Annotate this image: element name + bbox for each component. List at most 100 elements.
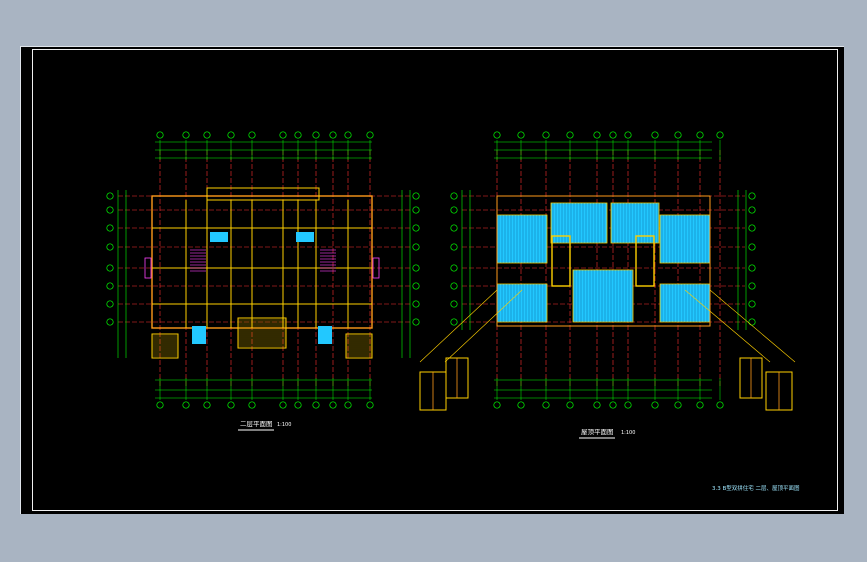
axis-bubble-bottom [674, 401, 682, 409]
axis-bubble-right [412, 264, 420, 272]
axis-bubble-bottom [182, 401, 190, 409]
axis-bubble-bottom [156, 401, 164, 409]
roof-outline [496, 195, 711, 327]
axis-bubble-top [674, 131, 682, 139]
axis-bubble-top [493, 131, 501, 139]
drawing-sheet [20, 46, 844, 514]
bathroom-fixture [210, 232, 228, 242]
left-plan-caption: 二层平面图 [240, 420, 273, 428]
axis-bubble-top [248, 131, 256, 139]
axis-bubble-top [312, 131, 320, 139]
axis-bubble-bottom [203, 401, 211, 409]
bathroom-fixture [318, 326, 332, 344]
roof-panel [659, 283, 711, 323]
ridge-outline [551, 235, 571, 287]
axis-bubble-bottom [312, 401, 320, 409]
axis-bubble-right [412, 300, 420, 308]
callout-line [684, 289, 771, 363]
right-plan-scale: 1:100 [621, 430, 635, 436]
axis-bubble-top [366, 131, 374, 139]
axis-bubble-top [344, 131, 352, 139]
axis-bubble-left [450, 243, 458, 251]
axis-bubble-left [450, 224, 458, 232]
left-plan-caption-group: 二层平面图 1:100 [238, 420, 291, 431]
axis-bubble-bottom [294, 401, 302, 409]
axis-bubble-right [748, 206, 756, 214]
axis-bubble-top [696, 131, 704, 139]
axis-bubble-top [294, 131, 302, 139]
axis-bubble-top [203, 131, 211, 139]
upper-volume-wall [206, 187, 320, 201]
axis-bubble-left [450, 300, 458, 308]
axis-bubble-top [566, 131, 574, 139]
balcony [237, 317, 287, 349]
roof-panel [550, 202, 608, 244]
axis-bubble-right [412, 192, 420, 200]
axis-bubble-top [609, 131, 617, 139]
axis-bubble-bottom [566, 401, 574, 409]
axis-bubble-bottom [344, 401, 352, 409]
axis-bubble-right [748, 243, 756, 251]
axis-bubble-left [106, 282, 114, 290]
axis-bubble-right [748, 282, 756, 290]
axis-bubble-right [412, 224, 420, 232]
axis-bubble-top [517, 131, 525, 139]
axis-bubble-right [748, 264, 756, 272]
window [372, 257, 380, 279]
axis-bubble-bottom [593, 401, 601, 409]
axis-bubble-right [412, 243, 420, 251]
axis-bubble-top [182, 131, 190, 139]
bathroom-fixture [192, 326, 206, 344]
axis-bubble-top [156, 131, 164, 139]
axis-bubble-top [593, 131, 601, 139]
roof-panel [659, 214, 711, 264]
axis-bubble-left [450, 282, 458, 290]
roof-panel [496, 214, 548, 264]
roof-panel [496, 283, 548, 323]
axis-bubble-left [106, 318, 114, 326]
axis-bubble-bottom [279, 401, 287, 409]
window [144, 257, 152, 279]
axis-bubble-right [412, 318, 420, 326]
axis-bubble-bottom [366, 401, 374, 409]
axis-bubble-bottom [517, 401, 525, 409]
axis-bubble-bottom [624, 401, 632, 409]
second-floor-plan [106, 131, 420, 409]
drawing-border-frame [32, 49, 838, 511]
sheet-title: 3.3 B型双拼住宅 二层、屋顶平面图 [712, 484, 800, 492]
axis-bubble-top [227, 131, 235, 139]
axis-bubble-right [748, 300, 756, 308]
axis-bubble-right [748, 318, 756, 326]
axis-bubble-left [106, 224, 114, 232]
axis-bubble-bottom [329, 401, 337, 409]
right-plan-caption: 屋顶平面图 [581, 428, 614, 436]
axis-bubble-right [412, 206, 420, 214]
axis-bubble-left [106, 264, 114, 272]
axis-bubble-left [450, 264, 458, 272]
axis-bubble-left [106, 243, 114, 251]
axis-bubble-top [716, 131, 724, 139]
axis-bubble-top [651, 131, 659, 139]
bathroom-fixture [296, 232, 314, 242]
axis-bubble-top [329, 131, 337, 139]
outer-wall [151, 195, 373, 329]
ridge-outline [635, 235, 655, 287]
axis-bubble-top [279, 131, 287, 139]
axis-bubble-bottom [248, 401, 256, 409]
axis-bubble-bottom [542, 401, 550, 409]
axis-bubble-left [450, 192, 458, 200]
axis-bubble-left [106, 300, 114, 308]
axis-bubble-left [106, 192, 114, 200]
axis-bubble-left [106, 206, 114, 214]
axis-bubble-top [542, 131, 550, 139]
roof-panel [572, 269, 634, 323]
callout-line [419, 289, 498, 363]
axis-bubble-bottom [609, 401, 617, 409]
right-plan-caption-group: 屋顶平面图 1:100 [579, 428, 635, 439]
callout-line [709, 289, 796, 363]
axis-bubble-top [624, 131, 632, 139]
axis-bubble-left [450, 318, 458, 326]
callout-line [444, 289, 523, 363]
roof-plan [419, 131, 796, 411]
